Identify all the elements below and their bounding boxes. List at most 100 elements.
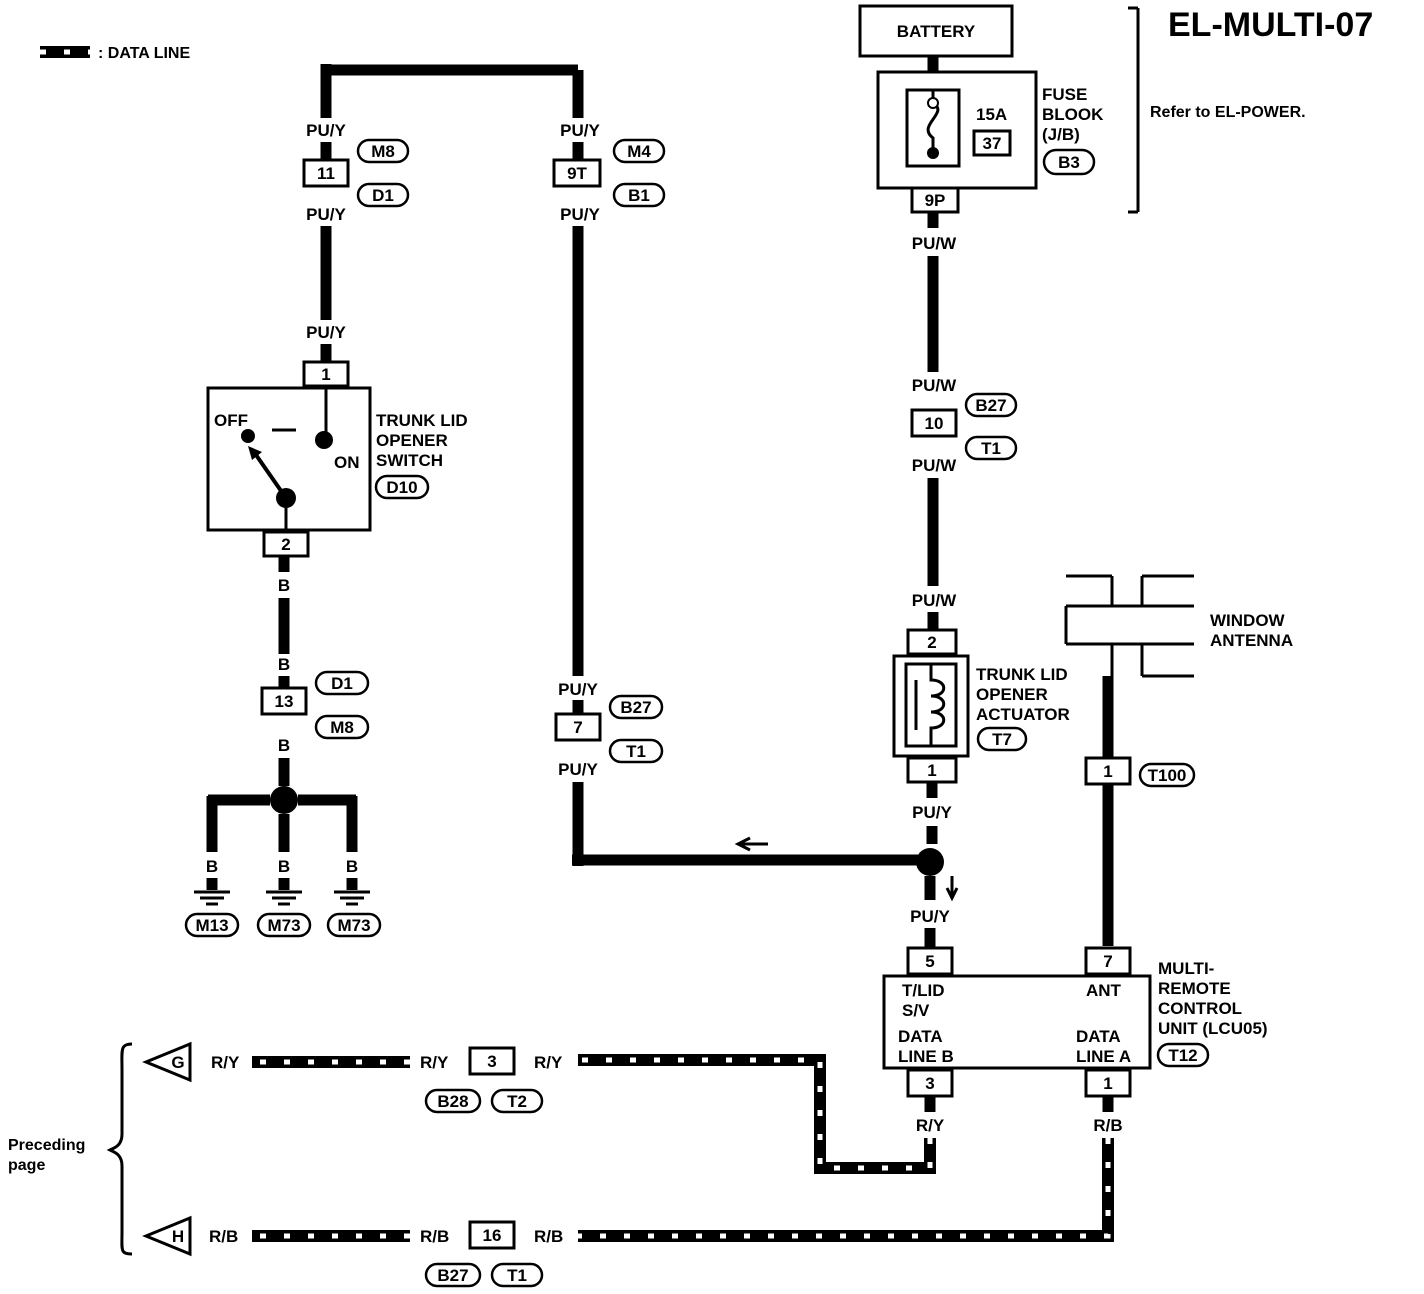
- antenna-connector: T100: [1148, 766, 1187, 785]
- wire-pu-y-actuator: PU/Y: [912, 803, 952, 822]
- splice-point-right: [916, 848, 944, 876]
- conn-m8-bottom: M8: [330, 718, 354, 737]
- actuator-pin-1: 1: [927, 761, 936, 780]
- wire-r-y-g: R/Y: [211, 1053, 240, 1072]
- conn-b27-bottom: B27: [437, 1266, 468, 1285]
- conn-m4: M4: [627, 142, 651, 161]
- fuse-block-line3: (J/B): [1042, 125, 1080, 144]
- page-code: EL-MULTI-07: [1168, 6, 1373, 44]
- wire-pu-y-to-lcu: PU/Y: [910, 907, 950, 926]
- conn-b27-left: B27: [620, 698, 651, 717]
- actuator-name-2: OPENER: [976, 685, 1048, 704]
- lcu-data-b-1: DATA: [898, 1027, 943, 1046]
- conn-d1-bottom: D1: [331, 674, 353, 693]
- down-arrow: [945, 876, 959, 902]
- window-antenna-symbol: [1064, 574, 1194, 678]
- ground-m73-a: M73: [267, 916, 300, 935]
- switch-on-label: ON: [334, 453, 360, 472]
- preceding-page-2: page: [8, 1157, 45, 1174]
- conn-t1-left: T1: [626, 742, 646, 761]
- switch-pin-1: 1: [321, 365, 330, 384]
- arrow-h-icon[interactable]: [142, 1215, 192, 1257]
- switch-name-3: SWITCH: [376, 451, 443, 470]
- fuse-rating: 15A: [976, 105, 1007, 124]
- wire-pu-y-m8-top: PU/Y: [306, 121, 346, 140]
- switch-pin-2: 2: [281, 535, 290, 554]
- battery-label: BATTERY: [897, 22, 976, 41]
- preceding-page-1: Preceding: [8, 1137, 85, 1154]
- pin-16: 16: [483, 1226, 502, 1245]
- pin-13: 13: [275, 692, 294, 711]
- lcu-pin-1: 1: [1103, 1074, 1112, 1093]
- wire-pu-y-b27-top: PU/Y: [558, 680, 598, 699]
- fuse-number: 37: [983, 134, 1002, 153]
- actuator-coil: [929, 664, 946, 746]
- lcu-pin-3: 3: [925, 1074, 934, 1093]
- wire-r-b-h: R/B: [209, 1227, 238, 1246]
- data-line-r-b-right: [578, 1138, 1114, 1242]
- pin-3-b28: 3: [487, 1052, 496, 1071]
- splice-point-ground: [270, 786, 298, 814]
- actuator-name-1: TRUNK LID: [976, 665, 1068, 684]
- lcu-ant-label: ANT: [1086, 981, 1122, 1000]
- conn-d1-top: D1: [372, 186, 394, 205]
- actuator-connector: T7: [992, 730, 1012, 749]
- wire-pu-y-switch: PU/Y: [306, 323, 346, 342]
- ground-m13: M13: [195, 916, 228, 935]
- switch-off-label: OFF: [214, 411, 248, 430]
- lcu-data-a-2: LINE A: [1076, 1047, 1131, 1066]
- fuse-block-line2: BLOOK: [1042, 105, 1104, 124]
- conn-t1-bottom: T1: [507, 1266, 527, 1285]
- refer-note: Refer to EL-POWER.: [1150, 104, 1306, 121]
- fuse-block-connector: B3: [1058, 153, 1080, 172]
- wire-pu-y-m4-bottom: PU/Y: [560, 205, 600, 224]
- arrow-h-label: H: [172, 1227, 184, 1246]
- conn-b1: B1: [628, 186, 650, 205]
- arrow-g-icon[interactable]: [142, 1041, 192, 1083]
- lcu-name-2: REMOTE: [1158, 979, 1231, 998]
- lcu-name-1: MULTI-: [1158, 959, 1214, 978]
- preceding-page-brace: [106, 1042, 133, 1256]
- antenna-pin-1: 1: [1103, 762, 1112, 781]
- lcu-data-b-2: LINE B: [898, 1047, 954, 1066]
- lcu-data-a-1: DATA: [1076, 1027, 1121, 1046]
- wire-r-y-3-right: R/Y: [534, 1053, 563, 1072]
- wire-pu-w-2: PU/W: [912, 376, 957, 395]
- wire-b-g2: B: [278, 857, 290, 876]
- wire-r-b-16-right: R/B: [534, 1227, 563, 1246]
- switch-connector: D10: [386, 478, 417, 497]
- ground-m73-b: M73: [337, 916, 370, 935]
- lcu-connector: T12: [1168, 1046, 1197, 1065]
- ground-symbol-2: [266, 878, 302, 906]
- conn-t1-mid: T1: [981, 439, 1001, 458]
- antenna-name-1: WINDOW: [1210, 611, 1286, 630]
- wire-r-y-lcu: R/Y: [916, 1116, 945, 1135]
- lcu-tlid-2: S/V: [902, 1001, 930, 1020]
- conn-m8-top: M8: [371, 142, 395, 161]
- lcu-pin-5: 5: [925, 952, 934, 971]
- data-line-r-y-right: [578, 1054, 936, 1174]
- wire-b-g1: B: [206, 857, 218, 876]
- conn-b27-mid: B27: [975, 396, 1006, 415]
- switch-name-1: TRUNK LID: [376, 411, 468, 430]
- lcu-tlid-1: T/LID: [902, 981, 945, 1000]
- pin-7: 7: [573, 718, 582, 737]
- wire-b-g3: B: [346, 857, 358, 876]
- wire-pu-y-d1: PU/Y: [306, 205, 346, 224]
- wire-r-b-16-left: R/B: [420, 1227, 449, 1246]
- ground-symbol-3: [334, 878, 370, 906]
- pin-11: 11: [317, 164, 335, 183]
- lcu-box: [882, 974, 1152, 1070]
- antenna-name-2: ANTENNA: [1210, 631, 1293, 650]
- ground-symbol-1: [194, 878, 230, 906]
- lcu-name-3: CONTROL: [1158, 999, 1242, 1018]
- legend-label: : DATA LINE: [98, 45, 190, 62]
- left-arrow: [734, 836, 768, 852]
- wire-r-b-lcu: R/B: [1093, 1116, 1122, 1135]
- fuse-block-pin: 9P: [925, 191, 946, 210]
- actuator-pin-2: 2: [927, 633, 936, 652]
- actuator-name-3: ACTUATOR: [976, 705, 1070, 724]
- data-line-legend: : DATA LINE: [40, 45, 190, 62]
- fuse-block-line1: FUSE: [1042, 85, 1087, 104]
